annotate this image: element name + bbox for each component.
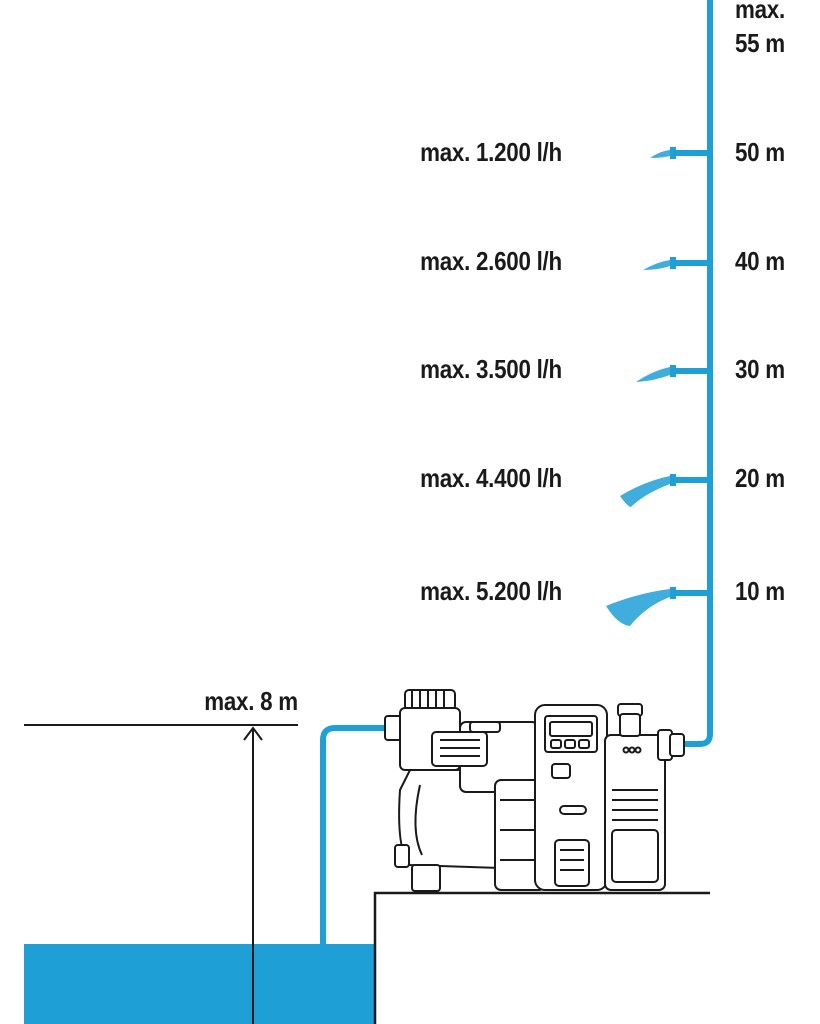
pump-illustration [384,689,685,892]
suction-height-label: max. 8 m [204,686,298,716]
ground-platform [373,891,710,1024]
outlet-50m [650,147,710,159]
top-height-label-2: 55 m [735,28,785,58]
outlet-10m [606,587,710,626]
flow-rate-label-20m: max. 4.400 l/h [420,463,562,493]
height-label-50m: 50 m [735,137,785,167]
suction-pipe [320,725,385,944]
height-label-30m: 30 m [735,354,785,384]
flow-rate-label-30m: max. 3.500 l/h [420,354,562,384]
water-reservoir [24,944,375,1024]
top-height-label-1: max. [735,0,785,24]
outlet-20m [620,474,710,507]
height-label-20m: 20 m [735,463,785,493]
outlet-30m [636,365,710,382]
suction-height-arrow [243,726,263,1024]
flow-rate-label-10m: max. 5.200 l/h [420,576,562,606]
flow-rate-label-50m: max. 1.200 l/h [420,137,562,167]
flow-rate-label-40m: max. 2.600 l/h [420,246,562,276]
height-label-40m: 40 m [735,246,785,276]
discharge-pipe [683,0,713,747]
outlet-sprays [606,147,710,626]
outlet-40m [643,257,710,270]
height-label-10m: 10 m [735,576,785,606]
